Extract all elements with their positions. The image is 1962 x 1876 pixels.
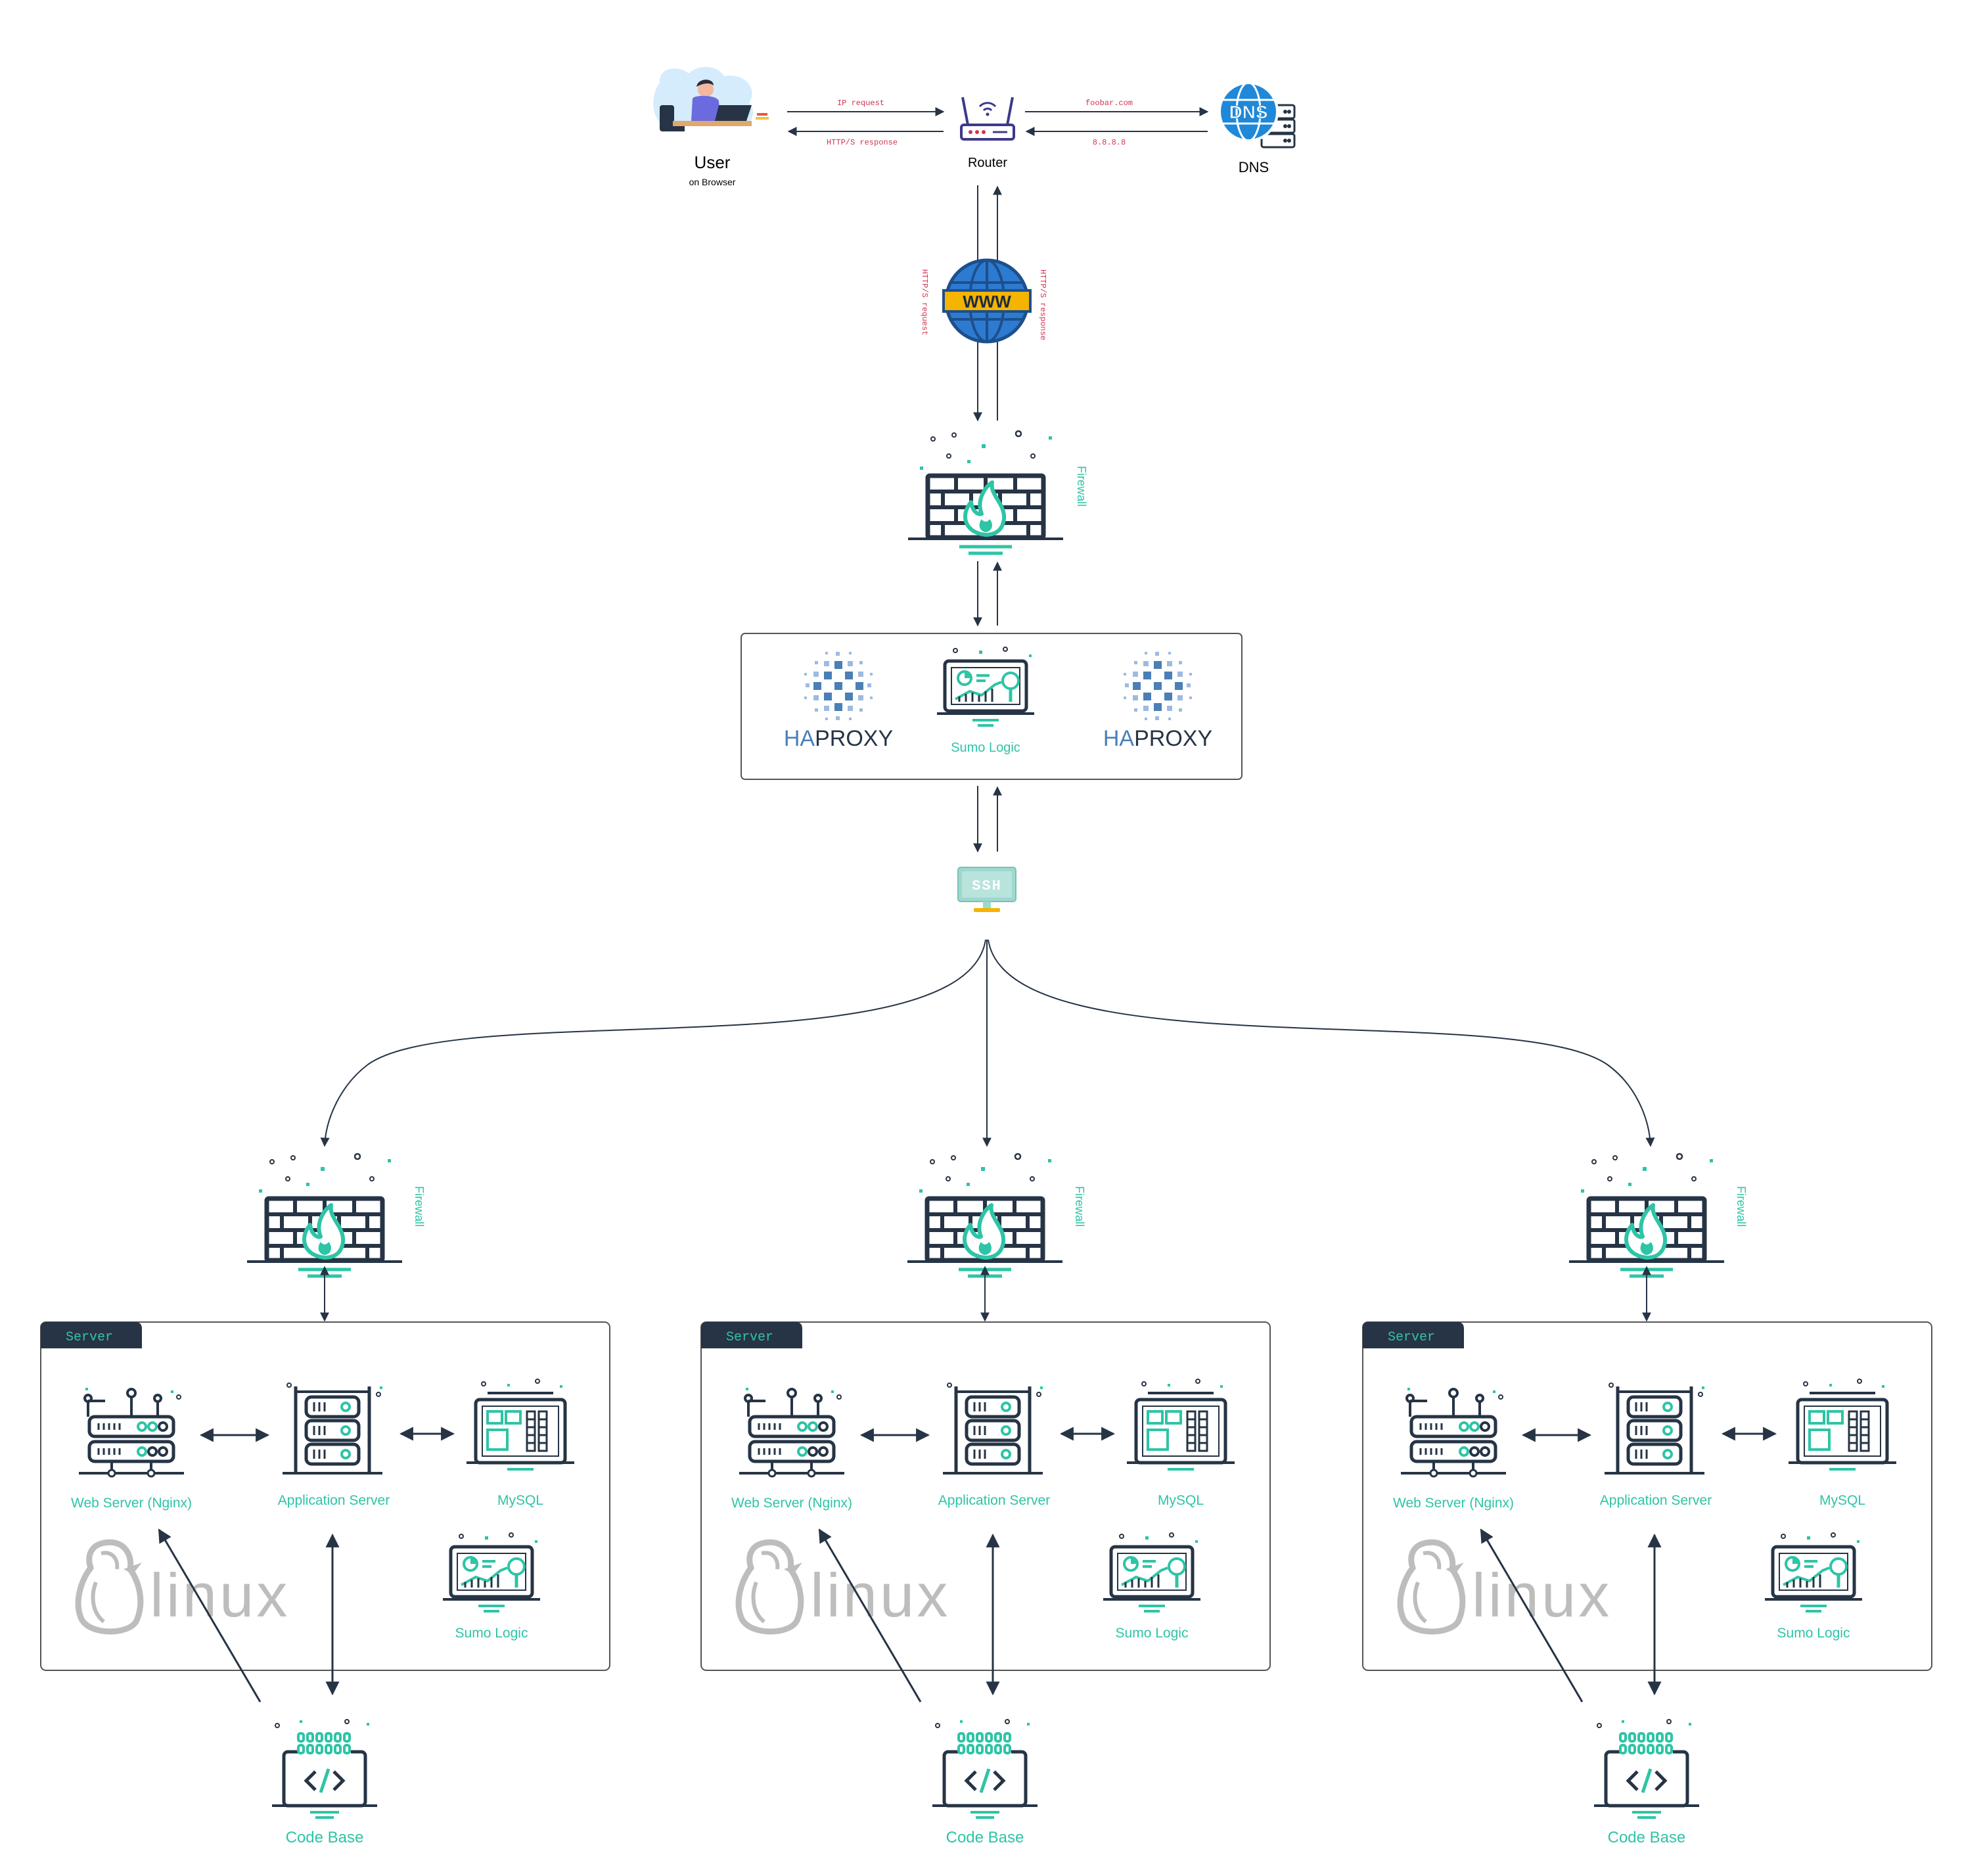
code-base-label: Code Base [946,1829,1024,1846]
firewall-icon [247,1154,402,1276]
linux-watermark: linux [1472,1561,1612,1630]
user-laptop-icon [653,66,769,131]
edge-label-https-request: HTTP/S request [920,269,929,336]
user-sublabel: on Browser [689,177,736,187]
lb-sumo-logic: Sumo Logic [937,647,1034,755]
code-base-label: Code Base [286,1829,364,1846]
edge-label-https-response-vertical: HTTP/S response [1038,269,1047,340]
cluster-firewall-label: Firewall [1073,1186,1086,1227]
server-tab [701,1322,802,1348]
code-base [1594,1720,1699,1818]
cluster-firewall [247,1154,402,1276]
dns-badge: DNS [1229,102,1267,122]
router-icon [960,97,1015,141]
cluster-firewall [907,1154,1062,1276]
linux-watermark: linux [810,1561,950,1630]
haproxy-left-label: HAPROXY [784,726,893,751]
ssh-label: SSH [972,878,1002,894]
application-server-label: Application Server [1600,1493,1712,1508]
mysql-label: MySQL [1819,1493,1865,1508]
edge-ssh-cluster-right [988,939,1655,1147]
edge-label-ip-request: IP request [837,99,884,108]
www-badge: WWW [963,292,1011,311]
cluster-firewall-label: Firewall [1735,1186,1748,1227]
edge-label-8888: 8.8.8.8 [1093,138,1126,147]
server-tab-label: Server [726,1330,773,1345]
server-tab-label: Server [1388,1330,1435,1345]
ssh-node: SSH [957,867,1016,912]
cluster-sumo-label: Sumo Logic [1777,1626,1850,1641]
www-globe-icon: WWW [942,258,1032,344]
main-firewall: Firewall [908,431,1088,553]
firewall-icon [1569,1154,1724,1276]
code-base [272,1720,377,1818]
web-server-label: Web Server (Nginx) [71,1496,192,1511]
router-node: Router [960,97,1015,170]
haproxy-right: HAPROXY [1103,652,1212,751]
server-tab [1363,1322,1464,1348]
lb-sumo-label: Sumo Logic [951,741,1020,755]
ssh-fanout [320,939,1655,1147]
haproxy-right-label: HAPROXY [1103,726,1212,751]
dns-label: DNS [1239,159,1269,175]
application-server-label: Application Server [938,1493,1050,1508]
load-balancer-box: HAPROXY Sumo Logic HAPROXY [741,633,1243,780]
cluster-sumo-label: Sumo Logic [1116,1626,1189,1641]
application-server-label: Application Server [278,1493,390,1508]
code-base-icon [1594,1720,1699,1818]
server-tab-label: Server [66,1330,113,1345]
edge-label-https-response: HTTP/S response [827,138,898,147]
firewall-icon [908,431,1063,553]
router-label: Router [968,156,1007,170]
code-base-icon [932,1720,1038,1818]
edge-codebase-web [1480,1528,1584,1703]
top-edges: IP request HTTP/S response foobar.com 8.… [787,99,1209,422]
server-tab [41,1322,142,1348]
cluster-sumo-label: Sumo Logic [455,1626,528,1641]
user-node: User on Browser [653,66,769,187]
dns-server-icon: DNS [1218,81,1296,149]
mysql-label: MySQL [497,1493,543,1508]
ssh-terminal-icon: SSH [957,867,1016,912]
firewall-icon [907,1154,1062,1276]
cluster-firewall-label: Firewall [413,1186,426,1227]
edge-ssh-cluster-left [320,939,986,1147]
user-label: User [695,152,731,172]
edge-label-foobar: foobar.com [1085,99,1133,108]
linux-watermark: linux [150,1561,290,1630]
haproxy-left: HAPROXY [784,652,893,751]
dns-node: DNS DNS [1218,81,1296,175]
edge-codebase-web [158,1528,262,1703]
edge-codebase-web [818,1528,922,1703]
www-node: WWW [942,258,1032,344]
cluster-firewall [1569,1154,1724,1276]
code-base-label: Code Base [1608,1829,1686,1846]
web-server-label: Web Server (Nginx) [1393,1496,1514,1511]
main-firewall-label: Firewall [1075,466,1088,507]
web-server-label: Web Server (Nginx) [731,1496,852,1511]
mysql-label: MySQL [1158,1493,1204,1508]
code-base [932,1720,1038,1818]
code-base-icon [272,1720,377,1818]
